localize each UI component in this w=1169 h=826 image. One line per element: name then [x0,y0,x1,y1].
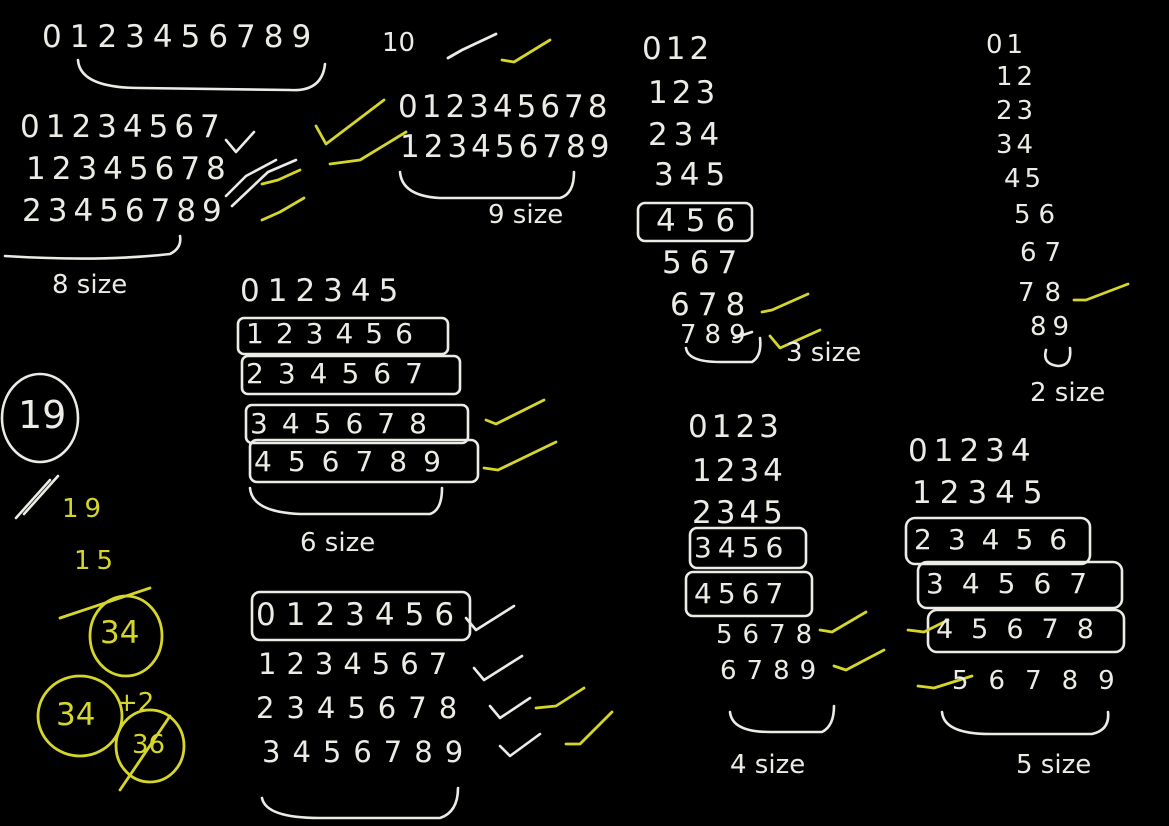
size2-row-4: 34 [996,130,1038,160]
brace-size9 [398,170,576,200]
brace-size6 [248,486,444,516]
sum-total: 19 [18,393,67,437]
brace-size5 [940,710,1110,736]
size7-row-4: 3456789 [262,735,476,769]
size8-row-2: 12345678 [26,151,232,187]
size2-row-5: 45 [1004,164,1046,194]
size2-row-2: 12 [996,62,1038,92]
size5-row-4: 34567 [926,567,1106,600]
size2-row-7: 67 [1020,238,1070,268]
sum-addend-2: 15 [74,546,120,576]
circle-19 [0,372,80,464]
size2-row-6: 56 [1014,200,1064,230]
box-4567 [684,570,814,618]
size6-row-1: 012345 [240,273,407,309]
top-full-row: 0123456789 [42,19,320,55]
size2-row-3: 23 [996,96,1038,126]
box-123456 [236,316,450,356]
size4-row-3: 2345 [692,495,787,531]
sum-final: 36 [132,730,166,760]
box-3456 [688,526,808,570]
box-23456 [904,516,1092,566]
size3-row-7: 678 [670,287,754,323]
sum-result: 34 [56,697,96,733]
size5-row-1: 01234 [908,433,1037,469]
circle-result-34 [36,674,124,758]
size2-row-1: 01 [986,30,1028,60]
circle-final-36 [114,708,186,784]
size6-row-4: 345678 [250,407,441,440]
size6-row-5: 456789 [254,445,457,478]
brace-size4 [728,704,836,734]
size3-row-5: 456 [656,203,746,239]
brace-top-row [76,58,327,92]
size3-row-6: 567 [662,245,746,281]
brace-size7 [260,786,460,820]
size5-label: 5 size [1016,750,1092,780]
size5-row-5: 45678 [936,614,1112,645]
sum-plus: +2 [116,688,155,718]
size4-label: 4 size [730,750,806,780]
size3-row-4: 345 [654,157,732,193]
size3-label: 3 size [786,338,862,368]
box-34567 [916,560,1124,610]
size5-row-3: 23456 [914,523,1084,556]
size3-row-3: 234 [648,117,726,153]
brace-size3 [684,336,762,364]
size9-label: 9 size [488,200,564,230]
top-ten: 10 [382,28,416,58]
size4-row-1: 0123 [688,409,783,445]
sum-partial: 34 [100,615,140,651]
brace-size8 [3,234,182,260]
size4-row-4: 3456 [694,531,790,564]
size7-row-1: 0123456 [256,597,465,633]
size7-row-3: 2345678 [256,691,470,725]
size9-row-2: 123456789 [400,129,614,165]
box-345678 [244,403,470,445]
box-0123456 [250,590,472,642]
size2-row-8: 78 [1018,278,1072,308]
size2-label: 2 size [1030,378,1106,408]
size6-label: 6 size [300,528,376,558]
size4-row-5: 4567 [694,577,790,610]
size7-row-2: 1234567 [258,647,458,681]
size8-label: 8 size [52,270,128,300]
size9-row-1: 012345678 [398,89,612,125]
size3-row-2: 123 [648,75,720,111]
size3-row-8: 789 [680,320,754,350]
box-456789 [248,438,480,484]
size4-row-7: 6789 [720,656,827,686]
box-456 [636,201,754,243]
circle-partial-34 [88,594,164,678]
box-234567 [240,354,462,396]
size4-row-2: 1234 [692,453,787,489]
size5-row-2: 12345 [912,475,1051,511]
size8-row-3: 23456789 [22,193,228,229]
size6-row-3: 234567 [246,357,437,390]
size4-row-6: 5678 [716,620,823,650]
size3-row-1: 012 [642,31,714,67]
size8-row-1: 01234567 [20,109,226,145]
brace-size2 [1043,346,1072,368]
sum-addend-1: 19 [62,494,108,524]
size2-row-9: 89 [1030,312,1076,342]
size6-row-2: 123456 [246,317,425,350]
size5-row-6: 56789 [952,666,1135,696]
